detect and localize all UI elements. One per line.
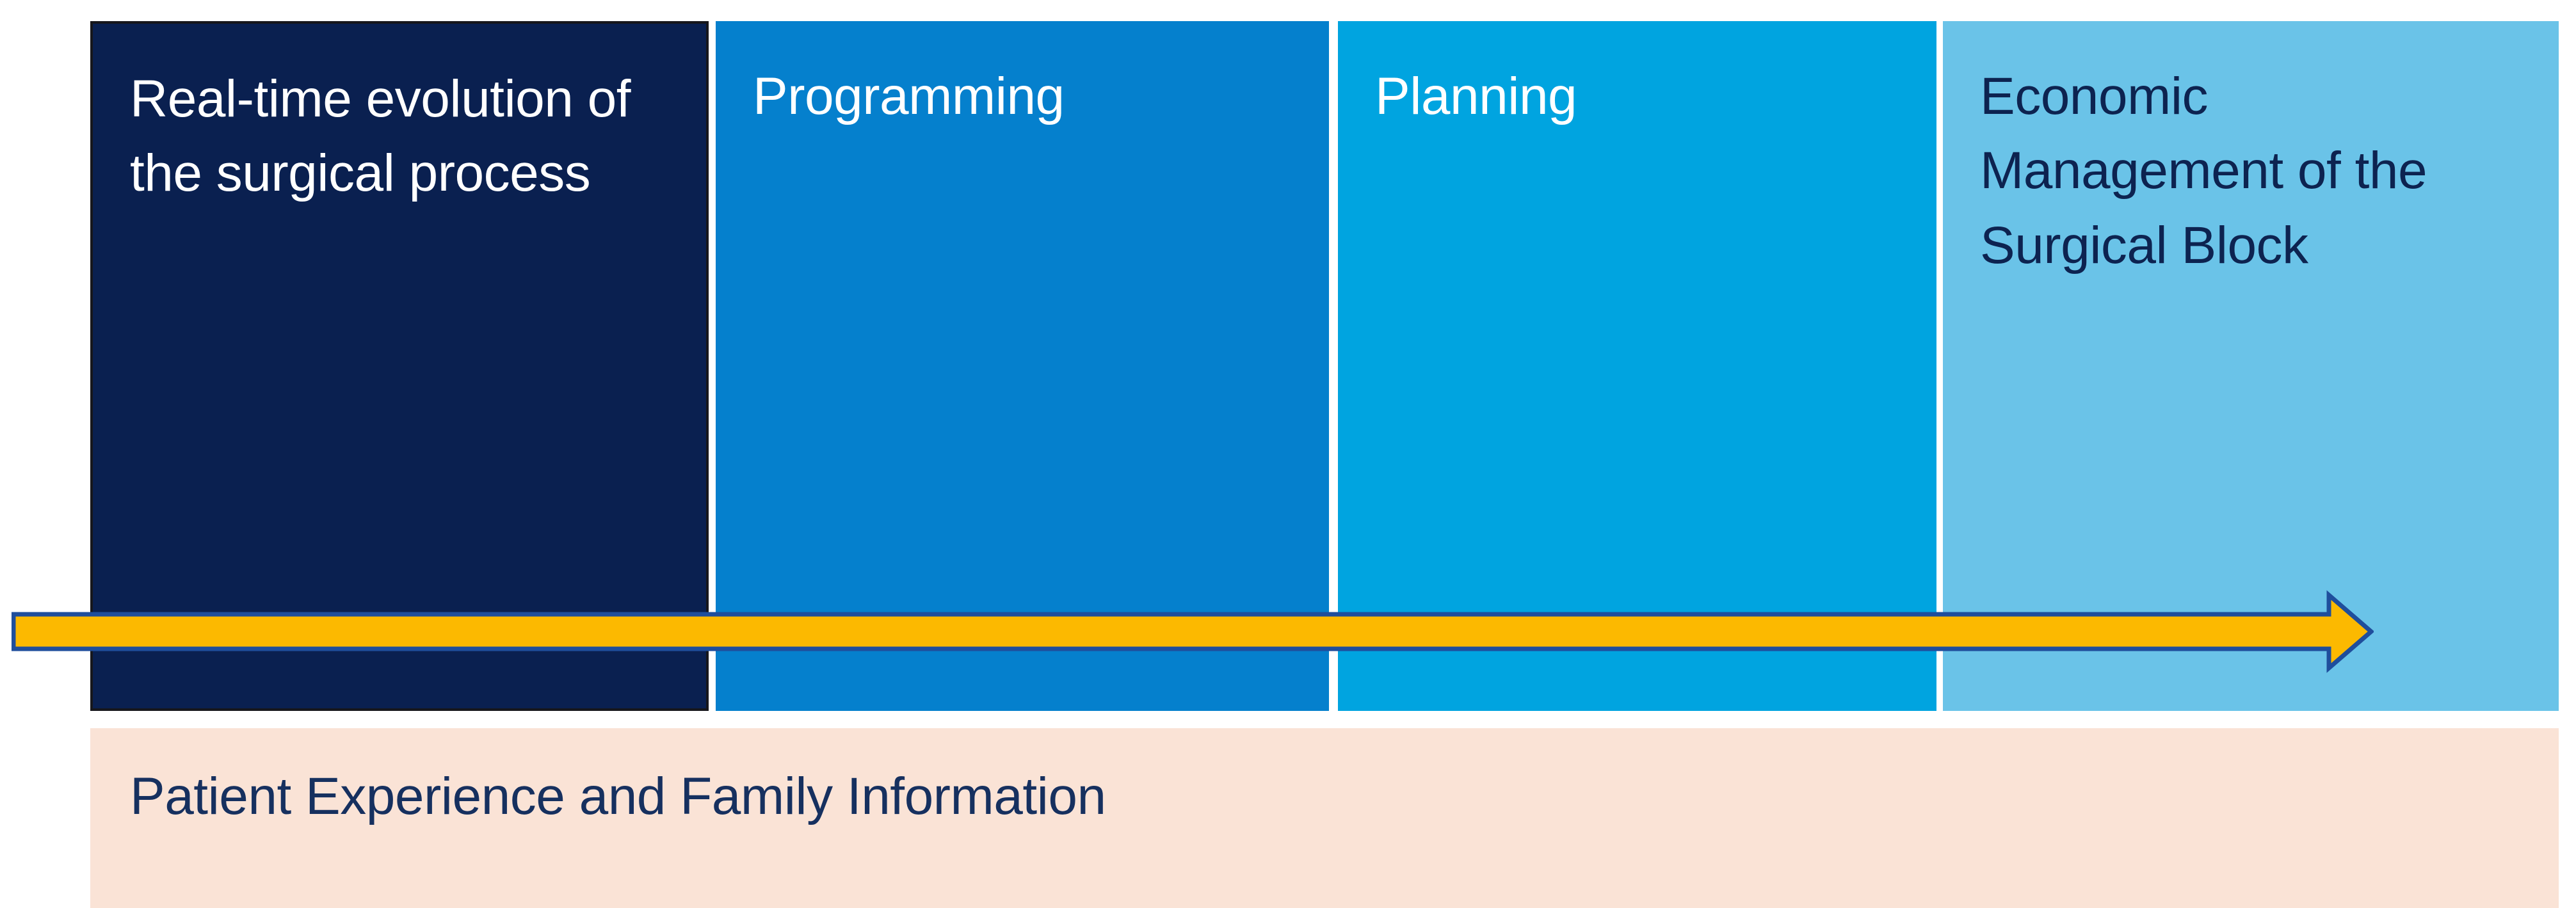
stage-panel-economic-management[interactable]: Economic Management of the Surgical Bloc… [1943, 21, 2559, 711]
stage-panel-programming[interactable]: Programming [716, 21, 1329, 711]
stage-panel-real-time-evolution[interactable]: Real-time evolution of the surgical proc… [90, 21, 709, 711]
stage-panel-label: Real-time evolution of the surgical proc… [130, 70, 631, 203]
stage-panel-label: Economic Management of the Surgical Bloc… [1980, 67, 2427, 275]
footer-band-label: Patient Experience and Family Informatio… [130, 767, 1106, 825]
stage-band: Real-time evolution of the surgical proc… [90, 21, 2559, 711]
footer-band[interactable]: Patient Experience and Family Informatio… [90, 728, 2559, 908]
stage-panel-planning[interactable]: Planning [1338, 21, 1936, 711]
stage-panel-label: Programming [753, 67, 1065, 125]
stage-panel-label: Planning [1375, 67, 1577, 125]
